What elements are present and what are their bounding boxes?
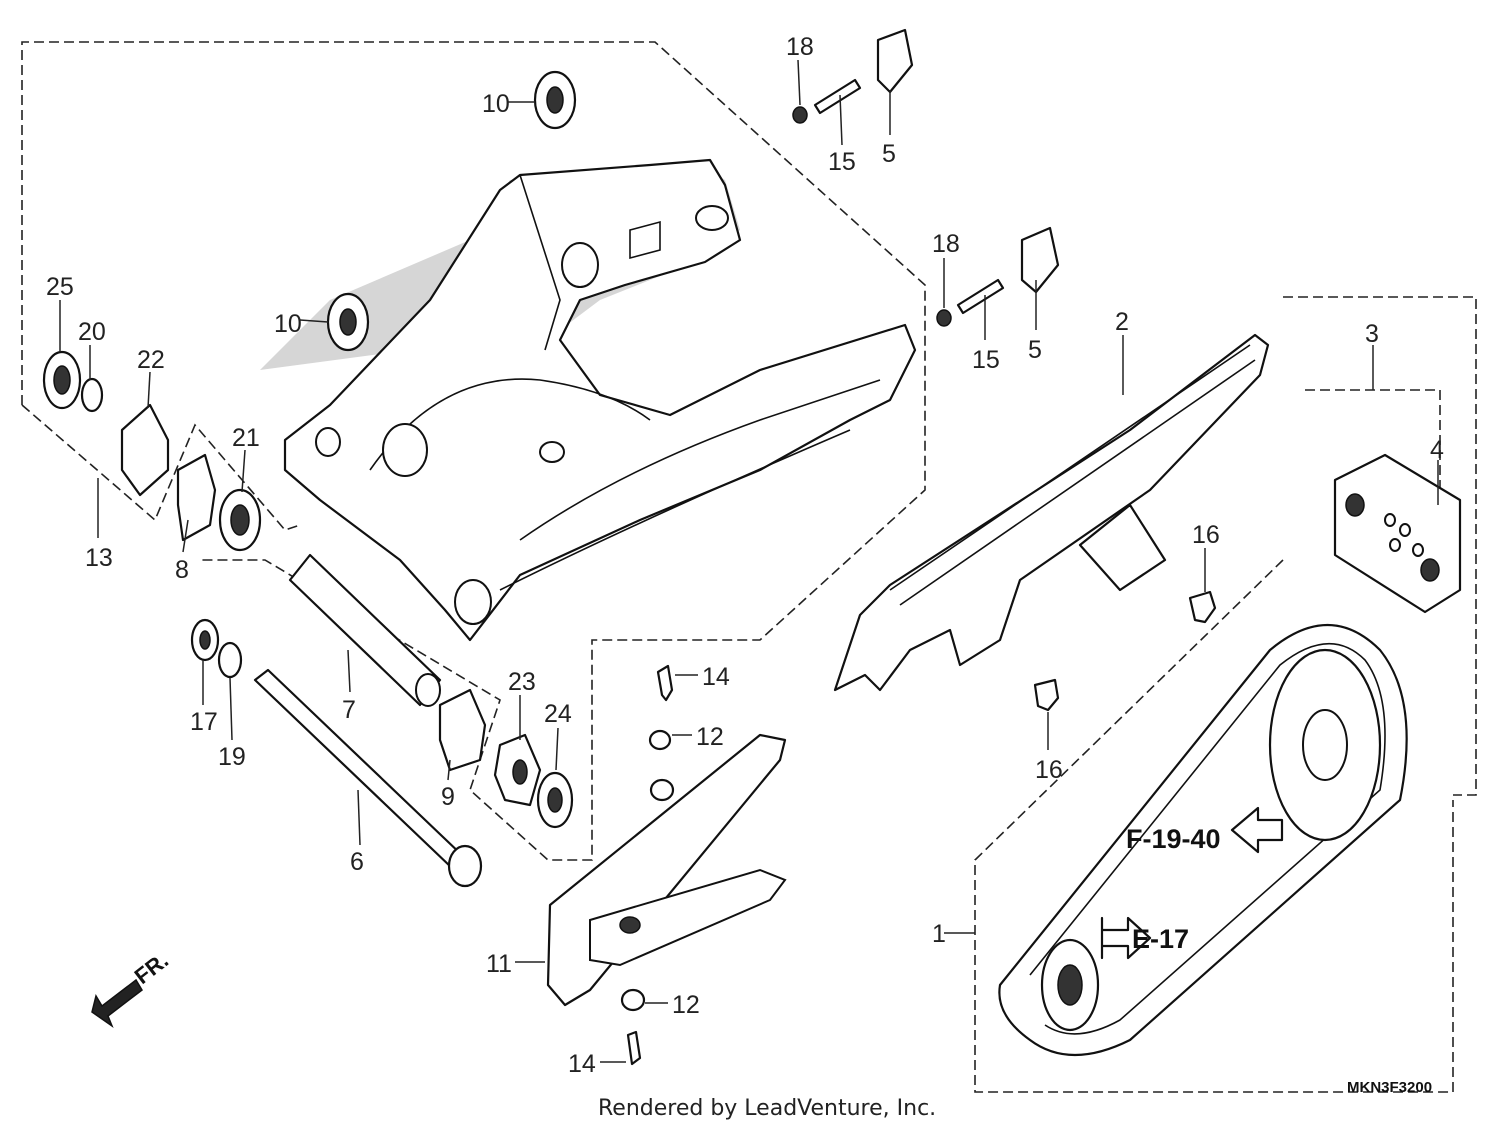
callout-5-lower: 5 xyxy=(1028,336,1042,364)
needle-bearing-22 xyxy=(120,403,170,497)
collar-8 xyxy=(176,453,217,542)
diagram-code: MKN3F3200 xyxy=(1347,1079,1432,1096)
callout-18-upper: 18 xyxy=(786,33,814,61)
chain-outline-boundary xyxy=(974,559,1454,1093)
callout-13: 13 xyxy=(85,544,113,572)
dust-seal-17 xyxy=(190,618,220,662)
chain-group-boundary xyxy=(1283,296,1477,796)
callout-15-upper: 15 xyxy=(828,148,856,176)
callout-25: 25 xyxy=(46,273,74,301)
ref-arrow-left-icon xyxy=(1230,806,1284,854)
render-credit: Rendered by LeadVenture, Inc. xyxy=(598,1096,936,1121)
leader-lines xyxy=(59,59,1439,1063)
callout-10-lower: 10 xyxy=(274,310,302,338)
callout-19: 19 xyxy=(218,743,246,771)
chain-joint-kit xyxy=(1333,453,1462,614)
callout-23: 23 xyxy=(508,668,536,696)
callout-15-lower: 15 xyxy=(972,346,1000,374)
callout-16-upper: 16 xyxy=(1192,521,1220,549)
callout-5-upper: 5 xyxy=(882,140,896,168)
chain-slider xyxy=(546,733,787,1007)
bearing-21 xyxy=(218,488,262,552)
front-direction-indicator: FR. xyxy=(91,947,173,1029)
callout-8: 8 xyxy=(175,556,189,584)
callout-1: 1 xyxy=(932,920,946,948)
ref-arrow-right-icon xyxy=(1100,916,1152,960)
drive-chain-case xyxy=(833,333,1270,692)
bolt-16-lower xyxy=(1033,678,1060,712)
dust-seal-25 xyxy=(42,350,82,410)
bolt-16-upper xyxy=(1188,590,1217,624)
callout-labels: 1 2 3 4 5 5 6 7 8 9 10 10 11 12 12 13 14… xyxy=(46,33,1444,1078)
callout-7: 7 xyxy=(342,696,356,724)
callout-24: 24 xyxy=(544,700,572,728)
callout-4: 4 xyxy=(1430,436,1444,464)
callout-10-upper: 10 xyxy=(482,90,510,118)
swingarm-assembly-boundary xyxy=(21,41,926,861)
callout-21: 21 xyxy=(232,424,260,452)
swingarm xyxy=(260,158,917,642)
callout-20: 20 xyxy=(78,318,106,346)
circlip-20 xyxy=(80,377,104,413)
callout-9: 9 xyxy=(441,783,455,811)
pivot-collar-7 xyxy=(288,553,442,707)
callout-12-upper: 12 xyxy=(696,723,724,751)
dust-seal-24 xyxy=(536,771,574,829)
washer-19 xyxy=(217,641,243,679)
callout-12-lower: 12 xyxy=(672,991,700,1019)
pivot-bushing-group-boundary xyxy=(21,404,301,531)
collar-9 xyxy=(438,688,487,772)
nut-12-lower xyxy=(620,988,646,1012)
screw-14-lower xyxy=(626,1030,642,1066)
screw-14-upper xyxy=(656,664,674,702)
chain-adjuster-lower xyxy=(936,226,1060,327)
callout-14-lower: 14 xyxy=(568,1050,596,1078)
callout-11: 11 xyxy=(486,950,512,978)
callout-22: 22 xyxy=(137,346,165,374)
callout-16-lower: 16 xyxy=(1035,756,1063,784)
callout-14-upper: 14 xyxy=(702,663,730,691)
nut-12-upper xyxy=(648,729,675,802)
callout-6: 6 xyxy=(350,848,364,876)
front-arrow-icon xyxy=(91,978,143,1029)
callout-2: 2 xyxy=(1115,308,1129,336)
reference-e-17: E-17 xyxy=(1132,924,1189,954)
callout-17: 17 xyxy=(190,708,218,736)
dust-seal-10-upper xyxy=(533,70,577,130)
chain-adjuster-upper xyxy=(792,28,914,124)
chain-kit-boundary xyxy=(1305,389,1441,505)
dust-seal-10-lower xyxy=(326,292,370,352)
reference-f-19-40: F-19-40 xyxy=(1126,824,1221,854)
bearing-23 xyxy=(493,733,542,807)
callout-3: 3 xyxy=(1365,320,1379,348)
pivot-bolt-6 xyxy=(253,668,483,888)
callout-18-lower: 18 xyxy=(932,230,960,258)
